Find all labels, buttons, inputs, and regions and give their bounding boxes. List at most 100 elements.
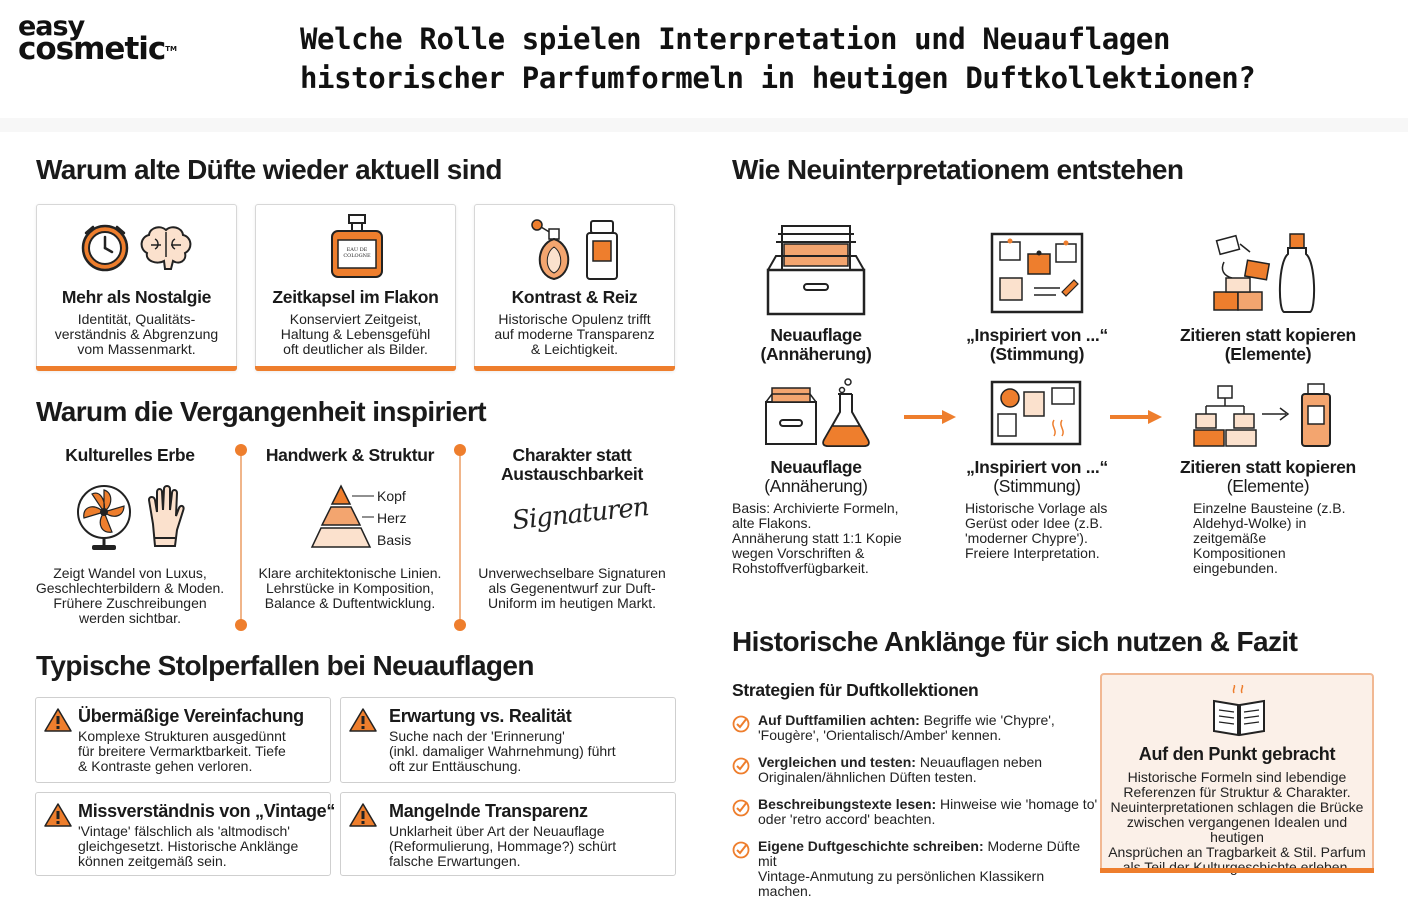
divider-dot — [235, 619, 247, 631]
warning-icon — [44, 803, 72, 827]
warning-icon — [44, 708, 72, 732]
method-label-line1: „Inspiriert von ...“ — [966, 325, 1108, 345]
section-heading-fazit: Historische Anklänge für sich nutzen & F… — [732, 626, 1298, 657]
flask-icon — [765, 378, 870, 447]
method-description: Historische Vorlage als Gerüst oder Idee… — [965, 500, 1108, 561]
card-text: Identität, Qualitäts- verständnis & Abgr… — [54, 311, 219, 357]
brand-logo: easy cosmeticTM — [18, 11, 188, 68]
card-title: Zeitkapsel im Flakon — [272, 287, 439, 307]
divider-dot — [235, 444, 247, 456]
pitfall-text: Unklarheit über Art der Neuauflage (Refo… — [389, 823, 617, 869]
card-text: Konserviert Zeitgeist, Haltung & Lebensg… — [280, 311, 431, 357]
pitfall-text: 'Vintage' fälschlich als 'altmodisch' gl… — [78, 823, 299, 869]
strategy-rest: Neuauflagen neben — [915, 754, 1043, 770]
pitfall-card: Missverständnis von „Vintage“ 'Vintage' … — [35, 792, 335, 876]
moodboard-icon — [990, 380, 1082, 446]
logo-line-1: easy — [18, 11, 85, 42]
check-circle-icon — [732, 841, 750, 859]
column-title-craft: Handwerk & Struktur — [265, 445, 435, 465]
card-title: Mehr als Nostalgie — [61, 287, 212, 307]
strategy-item: Auf Duftfamilien achten: Begriffe wie 'C… — [732, 713, 1092, 749]
column-divider — [240, 450, 242, 624]
conclusion-accent-bar — [1100, 868, 1374, 873]
fan-icon — [77, 485, 131, 550]
moodboard-icon — [990, 232, 1084, 314]
pitfall-card: Mangelnde Transparenz Unklarheit über Ar… — [340, 792, 676, 876]
warning-icon — [349, 708, 377, 732]
method-label-line2: (Elemente) — [1224, 344, 1312, 364]
method-label-line1: Zitieren statt kopieren — [1180, 325, 1356, 345]
book-icon — [1213, 685, 1265, 737]
column-title-heritage: Kulturelles Erbe — [65, 445, 195, 465]
warning-icon — [349, 803, 377, 827]
pitfall-title: Übermäßige Vereinfachung — [78, 706, 304, 726]
header-divider — [0, 118, 1408, 132]
method-label-line2: (Stimmung) — [989, 344, 1085, 364]
strategy-rest: Moderne Düfte mit — [758, 838, 1081, 869]
method-label: Neuauflage (Annäherung) — [736, 458, 896, 496]
divider-dot — [454, 444, 466, 456]
method-label-line1: Neuauflage — [770, 325, 862, 345]
method-label-line1: Neuauflage — [770, 457, 862, 477]
strategy-bold: Eigene Duftgeschichte schreiben: — [758, 838, 984, 854]
conclusion-title: Auf den Punkt gebracht — [1138, 744, 1336, 764]
strategy-rest: Begriffe wie 'Chypre', — [919, 712, 1055, 728]
conclusion-text: Historische Formeln sind lebendige Refer… — [1108, 769, 1366, 875]
strategy-bold: Auf Duftfamilien achten: — [758, 712, 920, 728]
check-circle-icon — [732, 715, 750, 733]
method-description: Einzelne Bausteine (z.B. Aldehyd-Wolke) … — [1193, 500, 1346, 576]
method-label-line1: „Inspiriert von ...“ — [966, 457, 1108, 477]
strategy-bold: Vergleichen und testen: — [758, 754, 916, 770]
pitfall-text: Komplexe Strukturen ausgedünnt für breit… — [78, 728, 286, 774]
card-title: Kontrast & Reiz — [511, 287, 638, 307]
arrow-right-icon — [904, 410, 956, 424]
method-label-line2: (Stimmung) — [993, 476, 1081, 496]
logo-line-2: cosmetic — [18, 31, 166, 67]
brain-icon — [140, 226, 192, 270]
pitfall-card: Übermäßige Vereinfachung Komplexe Strukt… — [35, 697, 331, 783]
card-time-capsule: EAU DE COLOGNE Zeitkapsel im Flakon Kons… — [255, 204, 456, 371]
card-text: Historische Opulenz trifft auf moderne T… — [494, 311, 655, 357]
column-divider — [459, 450, 461, 624]
strategy-item: Vergleichen und testen: Neuauflagen nebe… — [732, 755, 1092, 791]
method-label-line2: (Elemente) — [1226, 476, 1310, 496]
page-title: Welche Rolle spielen Interpretation und … — [300, 22, 1256, 95]
pyramid-label-middle: Herz — [377, 510, 407, 526]
card-contrast: Kontrast & Reiz Historische Opulenz trif… — [474, 204, 675, 371]
column-text-heritage: Zeigt Wandel von Luxus, Geschlechterbild… — [35, 565, 225, 626]
method-description: Basis: Archivierte Formeln, alte Flakons… — [732, 500, 902, 576]
card-accent-bar — [255, 366, 456, 371]
column-title-character: Charakter statt Austauschbarkeit — [500, 445, 644, 484]
card-nostalgia: Mehr als Nostalgie Identität, Qualitäts-… — [36, 204, 237, 371]
strategy-rest: Hinweise wie 'homage to' — [936, 796, 1098, 812]
perfume-bottles-icon — [531, 219, 618, 281]
column-text-craft: Klare architektonische Linien. Lehrstück… — [258, 565, 442, 611]
method-label-line1: Zitieren statt kopieren — [1180, 457, 1356, 477]
card-accent-bar — [474, 366, 675, 371]
signature-icon: Signaturen — [510, 492, 650, 537]
method-label-line2: (Annäherung) — [764, 476, 868, 496]
flacon-label: EAU DE COLOGNE — [343, 247, 371, 259]
section-heading-pitfalls: Typische Stolperfallen bei Neuauflagen — [36, 650, 535, 681]
strategy-line2: oder 'retro accord' beachten. — [758, 811, 936, 827]
divider-dot — [454, 619, 466, 631]
archive-box-icon — [766, 225, 866, 316]
method-label-line2: (Annäherung) — [760, 344, 872, 364]
conclusion-box: Auf den Punkt gebracht Historische Forme… — [1100, 673, 1374, 875]
pitfall-title: Missverständnis von „Vintage“ — [78, 801, 336, 821]
arrow-right-icon — [1110, 410, 1162, 424]
method-label: „Inspiriert von ...“ (Stimmung) — [952, 326, 1122, 364]
check-circle-icon — [732, 799, 750, 817]
clock-icon — [81, 224, 129, 272]
strategy-line2: Vintage-Anmutung zu persönlichen Klassik… — [758, 868, 1045, 899]
pyramid-label-top: Kopf — [377, 488, 406, 504]
pitfall-title: Erwartung vs. Realität — [389, 706, 572, 726]
pyramid-label-bottom: Basis — [377, 532, 412, 548]
building-blocks-icon — [1213, 233, 1316, 313]
pyramid-icon — [310, 484, 374, 548]
method-label: Zitieren statt kopieren (Elemente) — [1168, 326, 1368, 364]
pitfall-text: Suche nach der 'Erinnerung' (inkl. damal… — [389, 728, 616, 774]
section-heading-how: Wie Neuinterpretationem entstehen — [732, 154, 1184, 185]
card-accent-bar — [36, 366, 237, 371]
check-circle-icon — [732, 757, 750, 775]
